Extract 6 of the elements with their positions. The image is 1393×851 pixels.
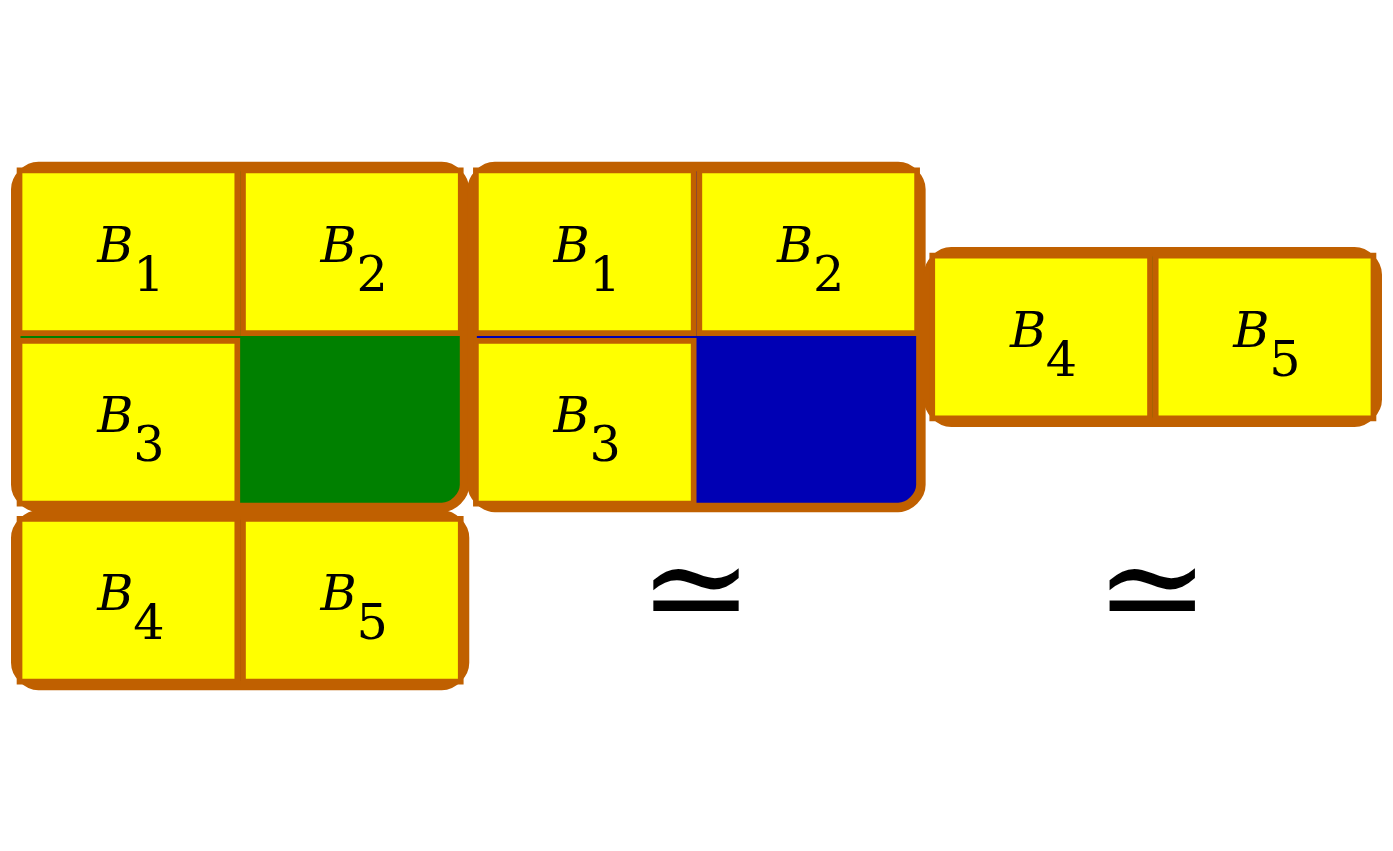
cluster xyxy=(11,509,470,690)
label: ≃ xyxy=(638,507,753,667)
cluster xyxy=(467,161,926,512)
label: ≃ xyxy=(1095,507,1210,667)
cluster xyxy=(923,246,1382,427)
cluster xyxy=(11,161,470,512)
